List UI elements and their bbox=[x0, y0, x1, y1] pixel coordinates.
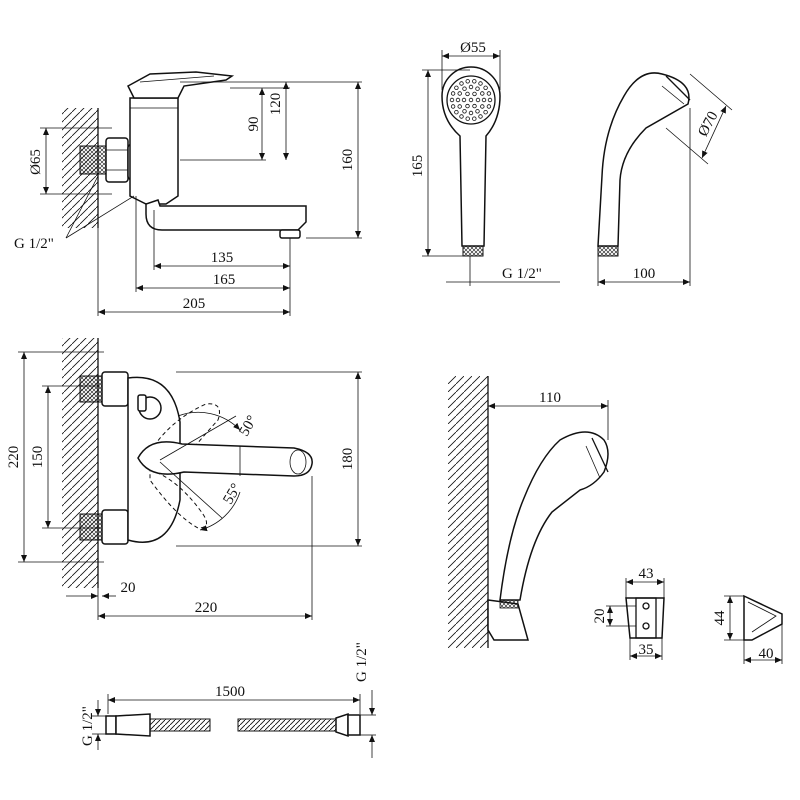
holder-side-view: 44 40 bbox=[712, 594, 783, 664]
lever-handle bbox=[127, 71, 235, 99]
nozzle-dot bbox=[454, 109, 459, 115]
nozzle-dot bbox=[462, 109, 467, 114]
nozzle-dot bbox=[472, 103, 477, 109]
nozzle-dot bbox=[475, 97, 481, 103]
nozzle-dot bbox=[465, 103, 470, 109]
spray-nozzles bbox=[449, 79, 493, 121]
dim-h-120: 120 bbox=[268, 93, 284, 116]
nozzle-dot bbox=[450, 91, 456, 96]
shower-head-side-body bbox=[597, 72, 690, 247]
nozzle-dot bbox=[459, 114, 464, 119]
nozzle-dot bbox=[480, 104, 485, 109]
nozzle-dot bbox=[487, 97, 493, 103]
dim-length-100: 100 bbox=[633, 266, 656, 282]
dim-h-160: 160 bbox=[340, 149, 356, 172]
nozzle-dot bbox=[461, 97, 467, 103]
nozzle-dot bbox=[465, 116, 470, 121]
thread-label: G 1/2" bbox=[14, 236, 54, 252]
holder-front-body bbox=[625, 597, 665, 639]
mixer-front-view: 50° 55° 220 150 180 20 220 bbox=[6, 338, 362, 620]
dim-angle-50: 50° bbox=[236, 413, 260, 439]
lever-handle-front bbox=[137, 441, 313, 477]
lever-swing-down bbox=[149, 469, 207, 529]
dim-w-20: 20 bbox=[121, 580, 136, 596]
dim-h-220: 220 bbox=[6, 446, 22, 469]
nozzle-dot bbox=[480, 91, 485, 96]
nozzle-dot bbox=[472, 91, 477, 97]
dim-w-220: 220 bbox=[195, 600, 218, 616]
nozzle-dot bbox=[468, 97, 474, 103]
shower-head-body bbox=[441, 66, 501, 247]
hose-section-right bbox=[237, 718, 337, 732]
nozzle-dot bbox=[465, 91, 470, 97]
head-thread-label: G 1/2" bbox=[502, 266, 542, 282]
dim-holder-43: 43 bbox=[639, 566, 654, 582]
nozzle-dot bbox=[468, 110, 474, 116]
shower-head-side-view: Ø70 100 bbox=[597, 72, 733, 286]
hose-section-left bbox=[149, 718, 211, 732]
dim-hose-1500: 1500 bbox=[215, 684, 245, 700]
holder-side-body bbox=[743, 594, 783, 641]
dim-angle-55: 55° bbox=[220, 481, 244, 507]
nozzle-dot bbox=[472, 116, 477, 121]
mounted-shower-head bbox=[499, 431, 609, 601]
wall-mounted-shower: 110 bbox=[448, 376, 609, 648]
nozzle-dot bbox=[481, 97, 487, 103]
dim-l-165: 165 bbox=[213, 272, 236, 288]
dim-holder-35: 35 bbox=[639, 642, 654, 658]
nozzle-dot bbox=[486, 104, 492, 109]
shower-hose: 1500 G 1/2" G 1/2" bbox=[80, 642, 376, 758]
nozzle-dot bbox=[459, 81, 464, 86]
nozzle-dot bbox=[454, 85, 459, 90]
nozzle-dot bbox=[475, 86, 480, 91]
dim-reach-110: 110 bbox=[539, 390, 561, 406]
nozzle-dot bbox=[457, 104, 462, 109]
hose-thread bbox=[462, 245, 484, 257]
wall-hatch-mount bbox=[448, 376, 488, 648]
hose-thread-left: G 1/2" bbox=[80, 706, 96, 746]
nozzle-dot bbox=[478, 81, 483, 86]
mixer-body bbox=[129, 97, 179, 205]
nozzle-dot bbox=[472, 79, 477, 84]
dim-holder-44: 44 bbox=[712, 610, 728, 626]
side-hose-thread bbox=[597, 245, 619, 257]
mixer-side-view: 90 120 160 Ø65 G 1/2" 135 165 205 bbox=[14, 71, 362, 316]
shower-head-front-view: Ø55 165 G 1/2" bbox=[410, 40, 560, 286]
nozzle-dot bbox=[455, 97, 461, 103]
nozzle-dot bbox=[483, 85, 488, 90]
dim-h-90: 90 bbox=[246, 117, 262, 132]
nozzle-dot bbox=[483, 109, 488, 115]
nozzle-dot bbox=[462, 86, 467, 91]
dim-holder-40: 40 bbox=[759, 646, 774, 662]
holder-front-view: 43 20 35 bbox=[592, 566, 665, 660]
dim-l-135: 135 bbox=[211, 250, 234, 266]
dim-h-180: 180 bbox=[340, 448, 356, 471]
nozzle-dot bbox=[457, 91, 462, 96]
dim-length-165: 165 bbox=[410, 155, 426, 178]
dim-diameter-65: Ø65 bbox=[28, 149, 44, 175]
dim-h-150: 150 bbox=[30, 446, 46, 469]
dim-holder-20: 20 bbox=[592, 609, 608, 624]
nozzle-dot bbox=[465, 79, 470, 84]
nozzle-dot bbox=[449, 97, 455, 103]
nozzle-dot bbox=[450, 104, 456, 109]
threaded-inlet bbox=[79, 145, 107, 175]
nozzle-dot bbox=[478, 114, 483, 119]
nozzle-dot bbox=[475, 109, 480, 114]
dim-diameter-55: Ø55 bbox=[460, 40, 486, 56]
dim-l-205: 205 bbox=[183, 296, 206, 312]
spout bbox=[145, 199, 307, 231]
nozzle-dot bbox=[486, 91, 492, 96]
hose-thread-right: G 1/2" bbox=[354, 642, 370, 682]
nozzle-dot bbox=[468, 84, 474, 90]
